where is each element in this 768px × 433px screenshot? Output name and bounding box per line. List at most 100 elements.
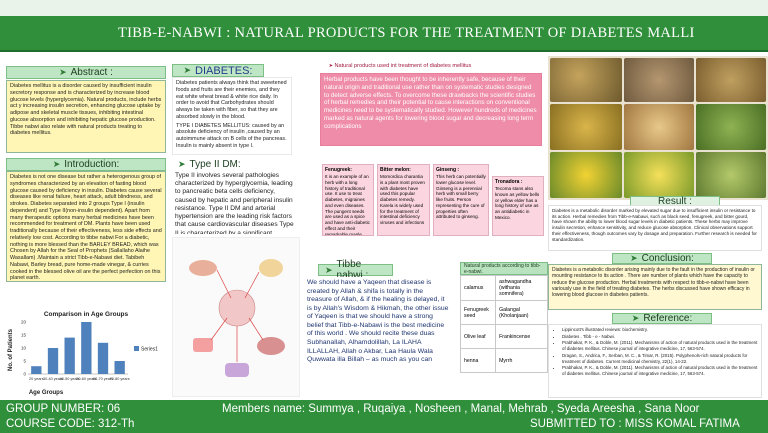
table-cell: Fenugreek seed [459,300,497,325]
arrow-icon: ➤ [328,63,333,69]
photo-herb-powder [624,58,694,102]
type2-header: ➤ Type II DM: [172,158,292,170]
group-number: GROUP NUMBER: 06 [6,403,121,415]
introduction-header: ➤ Introduction: [6,158,166,171]
herb-name: Tronadora : [495,179,523,185]
age-chart: Comparison in Age Groups No. of Patients… [6,308,166,396]
submitted-to: SUBMITTED TO : MISS KOMAL FATIMA [530,418,740,430]
abstract-heading: Abstract : [70,67,113,78]
tibbe-nabwi-heading: Tibbe nabwi : [336,259,369,281]
legend-swatch [134,346,139,351]
abstract-text: Diabetes mellitus is a disorder caused b… [10,83,162,137]
reference-item: Lippincott's illustrated reviews: bioche… [562,327,758,333]
introduction-text: Diabetes is not one disease but rather a… [10,174,162,282]
type2-box: Type II involves several pathologies cha… [172,170,300,234]
x-tick-label: 30-40 years [43,377,63,381]
diabetes-header: ➤ DIABETES: [172,64,264,77]
herb-name: Ginseng : [436,167,460,173]
photo-yellow-flowers [550,152,622,198]
introduction-heading: Introduction: [64,159,120,170]
x-tick-label: 70-80 years [110,377,130,381]
natural-used-box: Herbal products have been thought to be … [320,73,542,146]
arrow-icon: ➤ [183,65,192,75]
age-chart-svg: Comparison in Age Groups No. of Patients… [8,311,158,396]
herb-text: Tecoma stans also known as yellow bells … [495,186,540,220]
type2-heading: Type II DM: [189,158,241,170]
arrow-icon: ➤ [631,313,640,323]
reference-item: Prabhakar, P. K., & Doble, M. (2011). Me… [562,340,758,351]
conclusion-text: Diabetes is a metabolic disorder arising… [552,267,755,298]
x-tick-label: 60-70 years [93,377,113,381]
photo-fenugreek-seeds [550,58,622,102]
chart-bars [31,322,125,374]
photo-ginseng [624,104,694,150]
reference-heading: Reference: [643,313,693,324]
reference-list: Lippincott's illustrated reviews: bioche… [552,327,758,377]
reference-box: Lippincott's illustrated reviews: bioche… [548,324,762,398]
chart-xlabel: Age Groups [29,390,64,396]
table-cell: Myrrh [495,348,548,373]
y-tick-label: 5 [23,359,26,364]
chart-bar [97,342,109,374]
herb-card-tronadora: Tronadora : Tecoma stans also known as y… [492,176,544,236]
reference-header: ➤ Reference: [612,313,712,324]
poster-title-text: TIBB-E-NABWI : NATURAL PRODUCTS FOR THE … [118,24,695,41]
tibbe-nabwi-box: We should have a Yaqeen that disease is … [304,277,452,395]
y-tick-label: 10 [21,346,27,351]
diabetes-text: Diabetes patients always think that swee… [176,80,287,120]
photo-bitter-melon [550,104,622,150]
natural-used-text: Herbal products have been thought to be … [324,76,537,130]
chart-ylabel: No. of Patients [8,328,14,371]
result-box: Diabetes is a metabolic disorder marked … [548,205,762,251]
y-tick-label: 0 [23,372,26,377]
x-tick-label: 40-50 years [60,377,80,381]
chart-title: Comparison in Age Groups [44,311,129,318]
diabetes-diagram [172,237,300,397]
herb-text: Momordica charantia is a plant most prov… [380,174,425,226]
herb-text: This herb can potentially lower glucose … [436,174,486,220]
chart-bar [64,337,75,374]
chart-bar [47,348,59,374]
table-cell: Olive leaf [459,324,497,349]
y-tick-label: 20 [21,320,27,325]
conclusion-header: ➤ Conclusion: [612,253,712,264]
table-cell: Frankincense [495,324,548,349]
arrow-icon: ➤ [630,253,638,263]
herb-name: Bitter melon: [380,167,411,173]
natural-table-heading: Natural products according to tibb-e-nab… [464,262,541,275]
table-cell: henna [459,348,497,373]
herb-card-fenugreek: Fenugreek: It is an example of an herb w… [322,164,374,236]
members-names: Members name: Summya , Ruqaiya , Nosheen… [222,403,700,415]
chart-bar [81,322,92,374]
x-tick-label: 20 years [29,377,44,381]
diabetes-box: Diabetes patients always think that swee… [172,77,292,155]
abstract-box: Diabetes mellitus is a disorder caused b… [6,80,166,153]
course-code: COURSE CODE: 312-Th [6,418,135,430]
arrow-icon: ➤ [178,158,186,169]
photo-olive-branch [696,152,766,198]
tibbe-nabwi-text: We should have a Yaqeen that disease is … [307,279,449,364]
chart-bar [31,366,42,374]
natural-table-panel: Natural products according to tibb-e-nab… [459,262,548,396]
type2-text: Type II involves several pathologies cha… [175,172,294,234]
photo-olives [696,104,766,150]
introduction-box: Diabetes is not one disease but rather a… [6,171,166,282]
herb-photo-collage [548,56,768,200]
conclusion-box: Diabetes is a metabolic disorder arising… [548,264,762,310]
diabetes-heading: DIABETES: [195,64,253,77]
photo-roots [696,58,766,102]
x-tick-label: 50-60 years [76,377,96,381]
abstract-header: ➤ Abstract : [6,66,166,79]
table-cell: ashwagandha (withania somnifera) [495,275,548,301]
diagram-illustration [189,259,285,377]
reference-item: Dragan, S., Andrica, F., Serban, M. C., … [562,353,758,364]
natural-used-heading: Natural products used int treatment of d… [334,63,472,69]
natural-table-header: Natural products according to tibb-e-nab… [460,262,548,275]
chart-bar [114,361,125,374]
